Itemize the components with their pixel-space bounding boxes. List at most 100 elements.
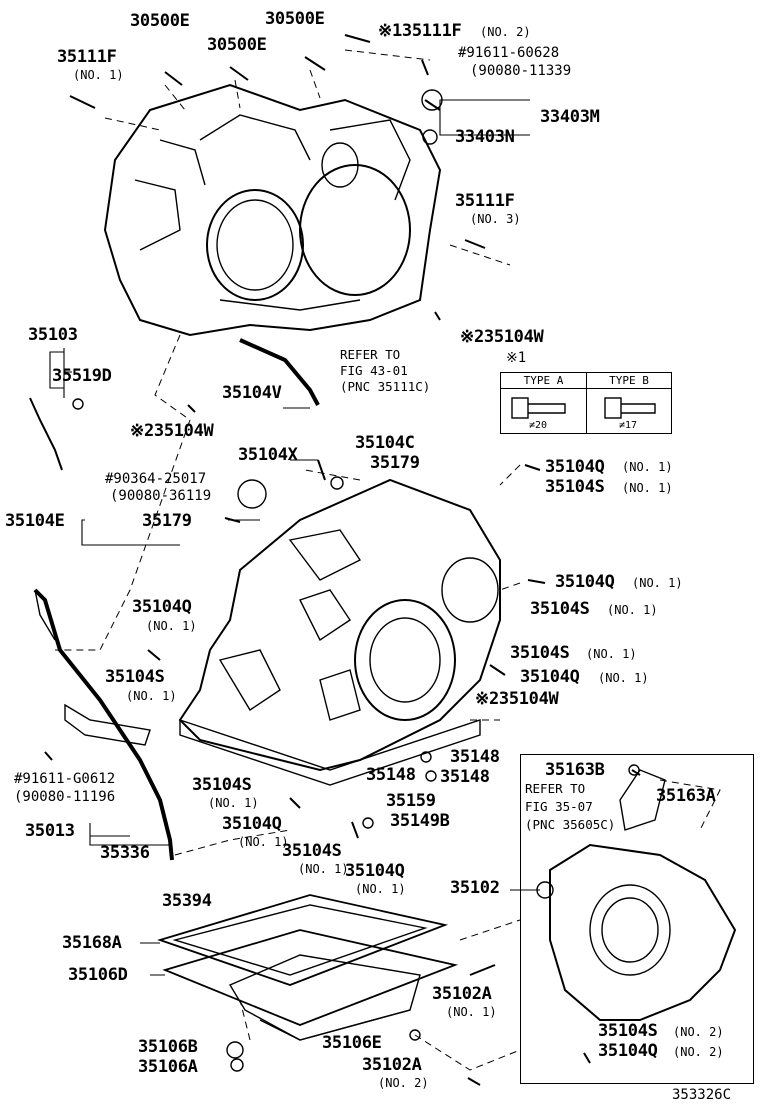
- extension-housing-inset-box: [520, 754, 754, 1084]
- label-35104x: 35104X: [238, 445, 298, 465]
- label-35148-b: 35148: [366, 765, 416, 785]
- note-35102a-2: (NO. 2): [378, 1076, 429, 1090]
- label-35148-c: 35148: [440, 767, 490, 787]
- oil-pan: [157, 894, 459, 1041]
- note-35104s-b: (NO. 1): [607, 603, 658, 617]
- converter-housing: [103, 83, 442, 337]
- label-90364-25017: #90364-25017: [105, 471, 207, 487]
- label-35104q-b: 35104Q: [555, 572, 615, 592]
- label-91611-g0612: #91611-G0612: [14, 771, 116, 787]
- type-b-dimension: ≠17: [619, 420, 638, 431]
- note-35111f-top: (NO. 1): [73, 68, 124, 82]
- label-35104s-b: 35104S: [530, 599, 590, 619]
- fasteners: [44, 34, 641, 1086]
- leader-lines: [49, 99, 540, 976]
- note-35104s-a: (NO. 1): [622, 481, 673, 495]
- label-90080-36119: (90080-36119: [110, 488, 212, 504]
- note-35104s-d: (NO. 1): [126, 689, 177, 703]
- label-90080-11339: (90080-11339: [470, 63, 572, 79]
- label-35519d: 35519D: [52, 366, 112, 386]
- label-35104e: 35104E: [5, 511, 65, 531]
- label-35104c: 35104C: [355, 433, 415, 453]
- dipstick-tube: [29, 338, 320, 861]
- label-35104s-f: 35104S: [282, 841, 342, 861]
- note-35104q-c: (NO. 1): [146, 619, 197, 633]
- note-35104q-f: (NO. 1): [355, 882, 406, 896]
- refer-note-1-line3: (PNC 35111C): [340, 379, 431, 394]
- extension-housing: [549, 769, 737, 1021]
- type-bolts: [511, 397, 656, 419]
- label-30500e-3: 30500E: [207, 35, 267, 55]
- table-divider: [586, 373, 588, 433]
- note-35102a-1: (NO. 1): [446, 1005, 497, 1019]
- label-35104q-c: 35104Q: [132, 597, 192, 617]
- dashed-lines: [55, 49, 721, 1071]
- label-35104s-c: 35104S: [510, 643, 570, 663]
- refer-note-2-line3: (PNC 35605C): [525, 817, 616, 832]
- note-35104q-b: (NO. 1): [632, 576, 683, 590]
- label-35104w-3: ※235104W: [475, 689, 559, 709]
- label-35179-a: 35179: [370, 453, 420, 473]
- note-35104s-e: (NO. 1): [208, 796, 259, 810]
- label-35179-b: 35179: [142, 511, 192, 531]
- label-35104s-a: 35104S: [545, 477, 605, 497]
- label-35104w-1: ※235104W: [460, 327, 544, 347]
- refer-note-2-line2: FIG 35-07: [525, 799, 593, 814]
- label-30500e-2: 30500E: [265, 9, 325, 29]
- label-35102a-1: 35102A: [432, 984, 492, 1004]
- type-a-dimension: ≠20: [529, 420, 548, 431]
- label-35394: 35394: [162, 891, 212, 911]
- label-33403n: 33403N: [455, 127, 515, 147]
- label-35104q-e: 35104Q: [222, 814, 282, 834]
- refer-note-2-line1: REFER TO: [525, 781, 586, 796]
- label-135111f: ※135111F: [378, 21, 462, 41]
- note-35104q-d: (NO. 1): [598, 671, 649, 685]
- bolt-type-table: TYPE A TYPE B ≠20 ≠17: [500, 372, 672, 434]
- note-35111f-mid: (NO. 3): [470, 212, 521, 226]
- refer-note-1-line2: FIG 43-01: [340, 363, 408, 378]
- label-35168a: 35168A: [62, 933, 122, 953]
- label-35106a: 35106A: [138, 1057, 198, 1077]
- transaxle-case: [178, 478, 501, 786]
- label-35111f-top: 35111F: [57, 47, 117, 67]
- label-35163b: 35163B: [545, 760, 605, 780]
- note-135111f: (NO. 2): [480, 25, 531, 39]
- label-35106e: 35106E: [322, 1033, 382, 1053]
- note-35104q-g: (NO. 2): [673, 1045, 724, 1059]
- label-35104q-a: 35104Q: [545, 457, 605, 477]
- type-table-note-mark: ※1: [506, 350, 527, 366]
- note-35104q-a: (NO. 1): [622, 460, 673, 474]
- round-parts: [72, 89, 640, 1072]
- label-35159: 35159: [386, 791, 436, 811]
- label-35163a: 35163A: [656, 786, 716, 806]
- label-35111f-mid: 35111F: [455, 191, 515, 211]
- label-35104s-g: 35104S: [598, 1021, 658, 1041]
- label-35104s-e: 35104S: [192, 775, 252, 795]
- label-35103: 35103: [28, 325, 78, 345]
- label-35104q-d: 35104Q: [520, 667, 580, 687]
- label-35104v: 35104V: [222, 383, 282, 403]
- note-35104s-g: (NO. 2): [673, 1025, 724, 1039]
- label-30500e-1: 30500E: [130, 11, 190, 31]
- diagram-id: 353326C: [672, 1087, 732, 1103]
- label-35104s-d: 35104S: [105, 667, 165, 687]
- label-35102: 35102: [450, 878, 500, 898]
- label-35336: 35336: [100, 843, 150, 863]
- label-90080-11196: (90080-11196: [14, 789, 116, 805]
- label-35106b: 35106B: [138, 1037, 198, 1057]
- label-35104q-f: 35104Q: [345, 861, 405, 881]
- note-35104s-c: (NO. 1): [586, 647, 637, 661]
- type-a-header: TYPE A: [501, 373, 586, 389]
- label-91611-60628: #91611-60628: [458, 45, 560, 61]
- label-35013: 35013: [25, 821, 75, 841]
- refer-note-1-line1: REFER TO: [340, 347, 401, 362]
- label-35106d: 35106D: [68, 965, 128, 985]
- type-b-header: TYPE B: [587, 373, 671, 389]
- label-33403m: 33403M: [540, 107, 600, 127]
- label-35149b: 35149B: [390, 811, 450, 831]
- label-35102a-2: 35102A: [362, 1055, 422, 1075]
- label-35104w-2: ※235104W: [130, 421, 214, 441]
- note-35104s-f: (NO. 1): [298, 862, 349, 876]
